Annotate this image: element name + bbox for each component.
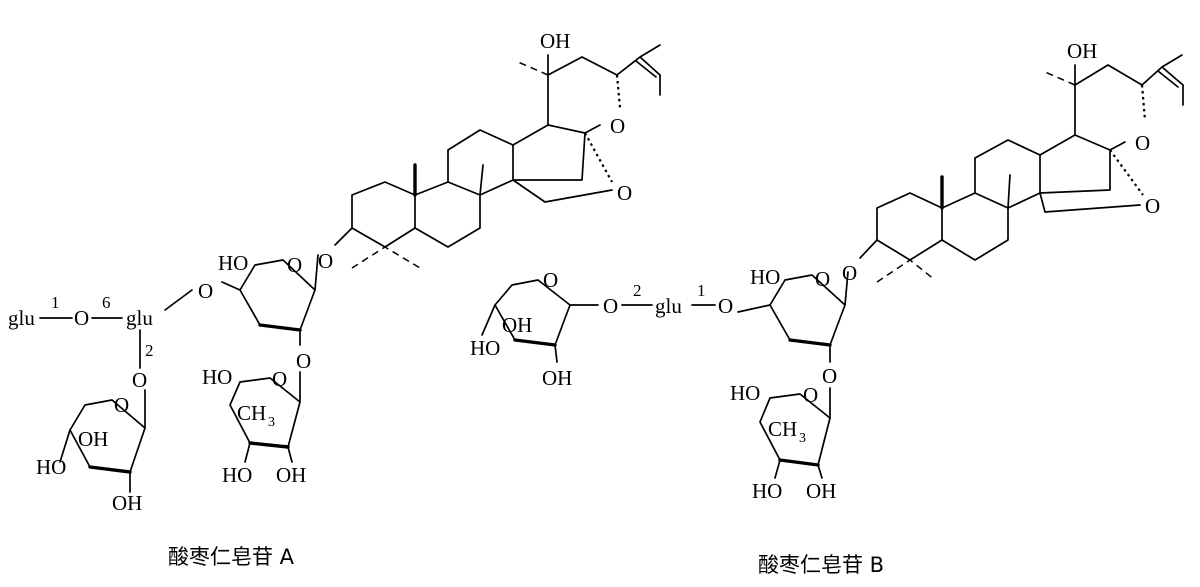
- a-label-xyl-link-o: O: [132, 368, 147, 392]
- a-label-rha-oh: OH: [276, 463, 306, 487]
- b-label-ara-o4: O: [718, 294, 733, 318]
- b-c3-oxygen-bond: [859, 239, 878, 259]
- b-label-rha-ho-2: HO: [752, 479, 782, 503]
- a-label-link-1: 1: [51, 293, 60, 312]
- a-label-ara-ring-o: O: [287, 253, 302, 277]
- b-methyl-c20: [1044, 71, 1076, 86]
- b-methyl-c14: [1007, 174, 1011, 209]
- caption-compound-a: 酸枣仁皂苷 A: [168, 545, 295, 569]
- b-ring-c: [974, 139, 1041, 209]
- b-label-rha-oh: OH: [806, 479, 836, 503]
- a-label-xyl-oh-1: OH: [78, 427, 108, 451]
- a-label-ara-o2: O: [296, 349, 311, 373]
- b-label-oh-top: OH: [1067, 39, 1097, 63]
- a-label-rha-ch: CH: [237, 401, 266, 425]
- a-ring-c: [447, 129, 514, 196]
- a-side-chain: [615, 44, 661, 109]
- a-xylose-ring: [59, 389, 146, 493]
- a-c3-oxygen-bond: [334, 227, 353, 246]
- a-rhamnose-ring: [229, 371, 301, 463]
- b-ring-b: [941, 192, 1009, 261]
- a-label-ara-ho: HO: [218, 251, 248, 275]
- a-label-link-2: 2: [145, 341, 154, 360]
- structure-b: OH O O O HO O O O O O 2 glu 1 OH HO OH H…: [470, 39, 1184, 503]
- b-ring-e: [1074, 64, 1143, 151]
- b-label-rha-ch-sub: 3: [799, 431, 806, 446]
- b-ring-d: [1039, 134, 1111, 194]
- b-side-chain: [1140, 54, 1184, 121]
- b-label-rha-ring-o: O: [803, 383, 818, 407]
- b-label-xyl-link-o: O: [603, 294, 618, 318]
- a-ring-d: [512, 124, 586, 181]
- a-label-rha-ch-sub: 3: [268, 415, 275, 430]
- b-label-xyl-ring-o: O: [543, 268, 558, 292]
- a-gem-dimethyl: [351, 246, 421, 269]
- a-label-glu-1: glu: [8, 306, 35, 330]
- a-label-ring-o: O: [610, 114, 625, 138]
- b-label-c3-o: O: [842, 261, 857, 285]
- a-ring-e: [547, 56, 618, 134]
- a-ring-b: [414, 181, 481, 248]
- a-glu-to-arabinose: [164, 289, 193, 311]
- b-label-link-2: 2: [633, 281, 642, 300]
- a-label-rha-ho: HO: [202, 365, 232, 389]
- b-label-xyl-oh-2: OH: [542, 366, 572, 390]
- a-label-link-6: 6: [102, 293, 111, 312]
- b-rhamnose-ring: [759, 387, 831, 479]
- a-label-rha-ho-2: HO: [222, 463, 252, 487]
- b-label-rha-ch: CH: [768, 417, 797, 441]
- a-ether-bridge: [512, 132, 613, 203]
- a-label-bridge-o: O: [617, 181, 632, 205]
- a-label-xyl-ho: HO: [36, 455, 66, 479]
- a-label-oh-top: OH: [540, 29, 570, 53]
- b-label-glu: glu: [655, 294, 682, 318]
- b-gem-dimethyl: [876, 259, 936, 283]
- a-label-xyl-oh-2: OH: [112, 491, 142, 515]
- caption-compound-b: 酸枣仁皂苷 B: [758, 553, 884, 577]
- b-label-link-1: 1: [697, 281, 706, 300]
- a-arabinose-ring: [221, 254, 319, 346]
- b-ether-bridge: [1039, 149, 1144, 213]
- a-ring-a: [351, 181, 416, 248]
- b-label-rha-ho: HO: [730, 381, 760, 405]
- b-label-ara-ring-o: O: [815, 267, 830, 291]
- a-label-rha-ring-o: O: [272, 367, 287, 391]
- a-label-c3-o: O: [318, 249, 333, 273]
- b-label-ara-o2: O: [822, 364, 837, 388]
- a-label-xyl-ring-o: O: [114, 393, 129, 417]
- b-label-xyl-ho: HO: [470, 336, 500, 360]
- b-ring-a: [876, 192, 943, 261]
- b-label-bridge-o: O: [1145, 194, 1160, 218]
- a-methyl-c20: [517, 61, 549, 76]
- b-label-ara-ho: HO: [750, 265, 780, 289]
- a-label-ara-o4: O: [198, 279, 213, 303]
- structure-a: OH O O O HO O O O glu 1 O 6 glu 2 O O OH…: [8, 29, 661, 515]
- a-label-glu-2: glu: [126, 306, 153, 330]
- b-xylose-ring: [481, 279, 599, 363]
- b-label-xyl-oh-1: OH: [502, 313, 532, 337]
- b-label-ring-o: O: [1135, 131, 1150, 155]
- b-arabinose-ring: [737, 271, 849, 363]
- a-methyl-c14: [479, 164, 484, 196]
- a-label-glu-o: O: [74, 306, 89, 330]
